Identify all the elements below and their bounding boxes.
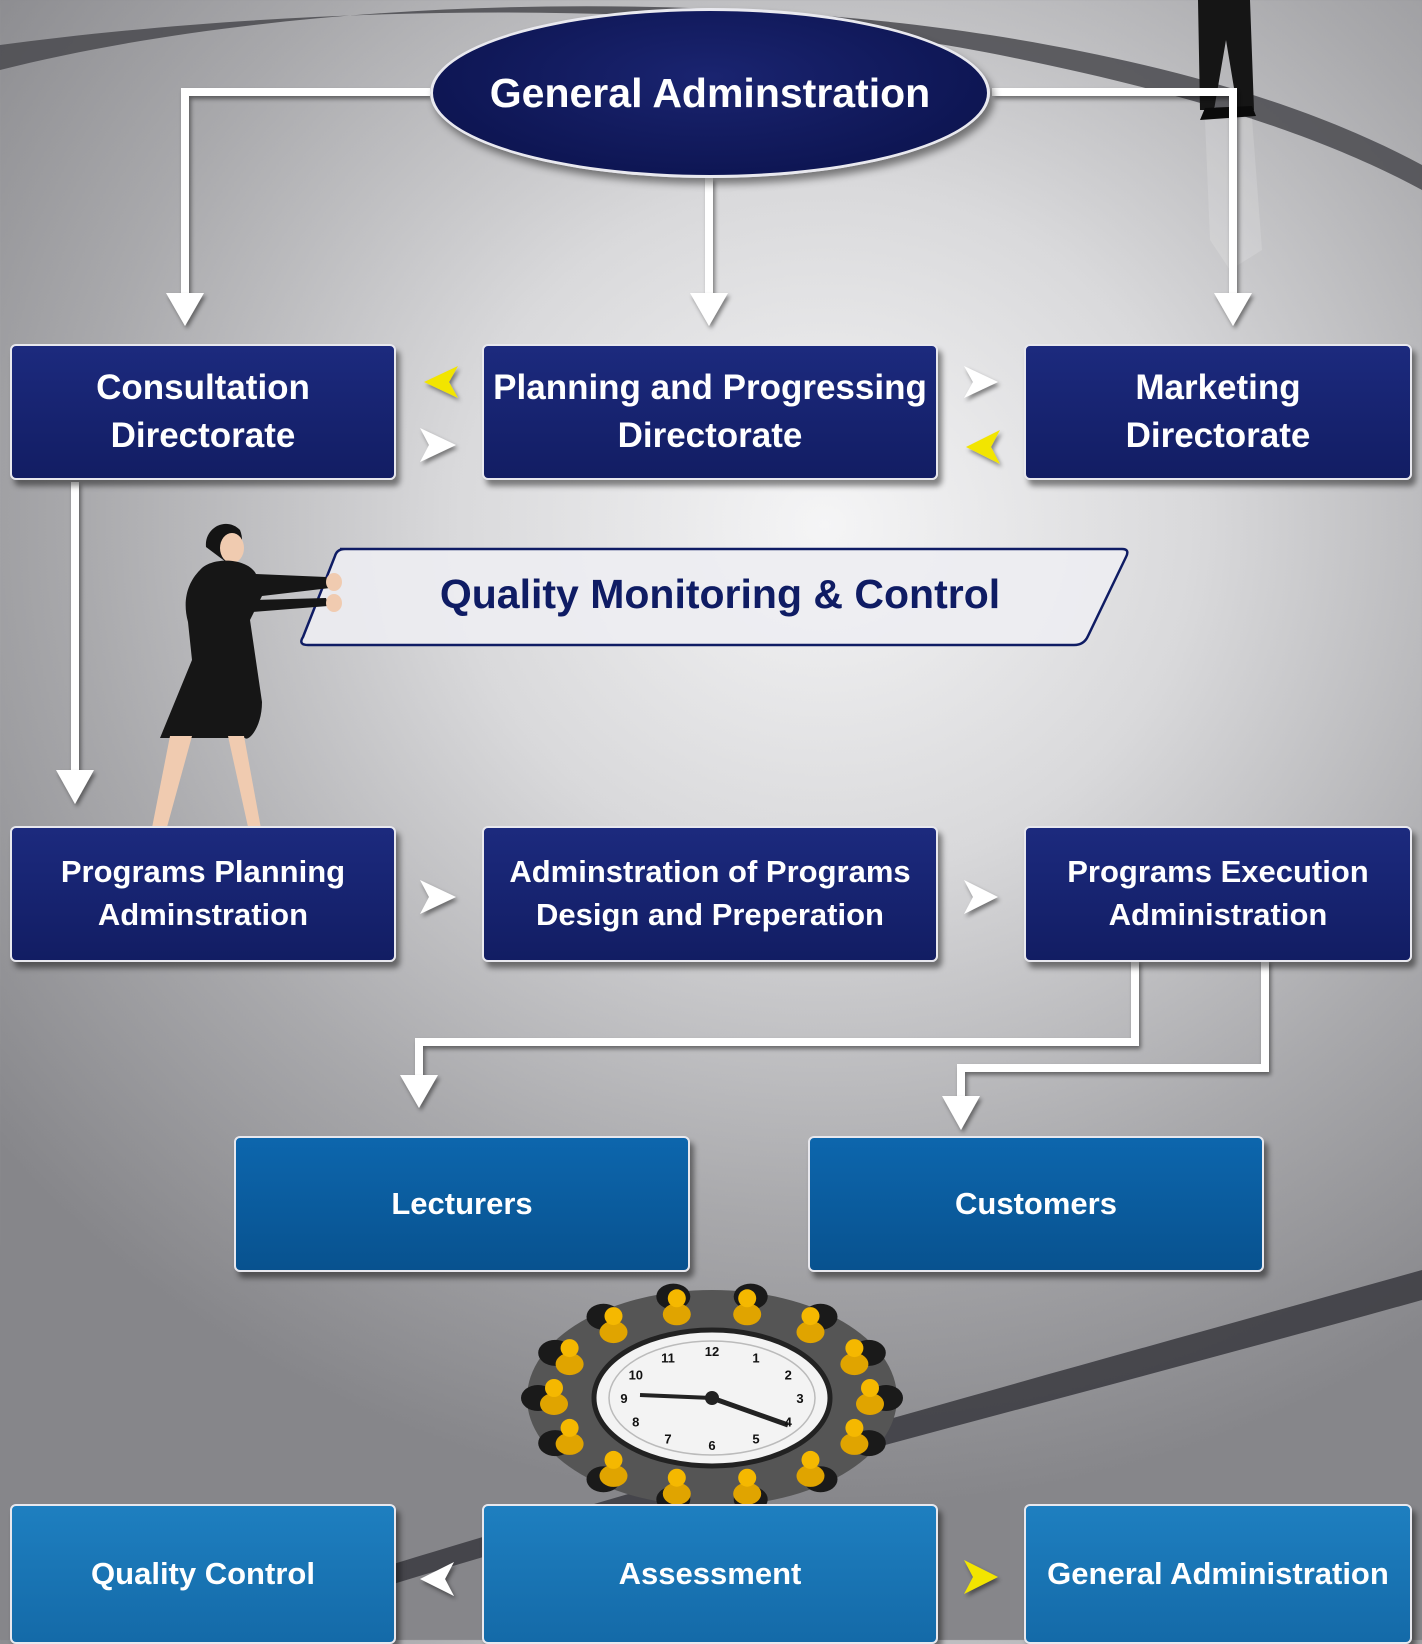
standing-person-figure [1198,0,1262,270]
assessment-box: Assessment [482,1504,938,1644]
quality-monitoring-label: Quality Monitoring & Control [439,570,1001,617]
general-administration-label: General Adminstration [489,69,931,116]
quality-control-box: Quality Control [10,1504,396,1644]
consultation-directorate-label: Consultation Directorate [96,367,310,455]
quality-monitoring-banner: Quality Monitoring & Control [340,548,1100,640]
consultation-directorate-box: Consultation Directorate [10,344,396,480]
programs-planning-label: Programs Planning Adminstration [60,854,346,932]
lecturers-box: Lecturers [234,1136,690,1272]
customers-label: Customers [955,1185,1117,1221]
marketing-directorate-box: Marketing Directorate [1024,344,1412,480]
planning-directorate-label: Planning and Progressing Directorate [493,367,927,455]
planning-directorate-box: Planning and Progressing Directorate [482,344,938,480]
background-swoosh-top [0,6,1422,191]
programs-execution-label: Programs Execution Administration [1067,854,1369,932]
lecturers-label: Lecturers [391,1185,533,1221]
quality-control-label: Quality Control [91,1555,315,1591]
customers-box: Customers [808,1136,1264,1272]
programs-design-box: Adminstration of Programs Design and Pre… [482,826,938,962]
programs-planning-box: Programs Planning Adminstration [10,826,396,962]
general-administration-bottom-box: General Administration [1024,1504,1412,1644]
marketing-directorate-label: Marketing Directorate [1125,367,1311,455]
assessment-label: Assessment [618,1555,802,1591]
general-administration-bottom-label: General Administration [1047,1555,1389,1591]
programs-execution-box: Programs Execution Administration [1024,826,1412,962]
programs-design-label: Adminstration of Programs Design and Pre… [509,854,911,932]
general-administration-node: General Adminstration [430,8,990,178]
